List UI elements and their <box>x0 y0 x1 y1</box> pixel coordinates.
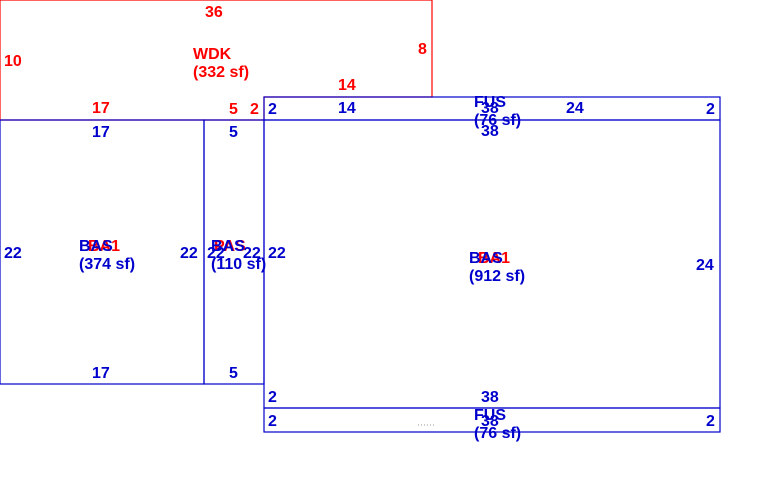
dim-main-top: 38 <box>481 123 499 140</box>
dim-mid-top: 5 <box>229 124 238 141</box>
bas-main-code: BAS <box>469 250 503 267</box>
wdk-code: WDK <box>193 46 232 63</box>
fus-top-code: FUS <box>474 94 506 111</box>
fus-bottom-code: FUS <box>474 407 506 424</box>
dim-mid-right: 22 <box>243 245 261 262</box>
dim-fus-top-left: 2 <box>268 101 277 118</box>
dim-wdk-bottom-5: 5 <box>229 101 238 118</box>
dim-wdk-bottom-2: 2 <box>250 101 259 118</box>
dim-left-top: 17 <box>92 124 110 141</box>
bas-mid-area: (110 sf) <box>211 256 266 273</box>
dim-main-bottom: 38 <box>481 389 499 406</box>
bas-mid-code: BAS <box>211 238 245 255</box>
fus-bottom-outline <box>263 407 721 433</box>
dim-wdk-top: 36 <box>205 4 223 21</box>
bas-main-area: (912 sf) <box>469 268 525 285</box>
bas-main-overlay-code: BA1 <box>478 250 510 267</box>
dim-fus-bottom-left-upper: 2 <box>268 389 277 406</box>
dim-wdk-right: 8 <box>418 41 427 58</box>
dim-left-bottom: 17 <box>92 365 110 382</box>
fus-top-outline <box>263 96 721 121</box>
wdk-area: (332 sf) <box>193 64 249 81</box>
dim-fus-top-right: 2 <box>706 101 715 118</box>
bas-mid-overlay-code: PAS <box>214 238 246 255</box>
dim-fus-bottom-38: 38 <box>481 413 499 430</box>
dim-wdk-left: 10 <box>4 53 22 70</box>
dim-mid-left: 22 <box>207 245 225 262</box>
dim-wdk-inner: 14 <box>338 77 356 94</box>
dim-left-right: 22 <box>180 245 198 262</box>
dim-left-left: 22 <box>4 245 22 262</box>
dim-fus-top-38: 38 <box>481 100 499 117</box>
fus-top-area: (76 sf) <box>474 112 521 129</box>
dim-fus-top-14: 14 <box>338 100 356 117</box>
bas-left-overlay-code: BA1 <box>88 238 120 255</box>
bas-left-code: BAS <box>79 238 113 255</box>
dim-fus-bottom-right: 2 <box>706 413 715 430</box>
dim-main-right: 24 <box>696 257 714 274</box>
dim-mid-bottom: 5 <box>229 365 238 382</box>
dim-mid-right2: 22 <box>268 245 286 262</box>
bas-left-area: (374 sf) <box>79 256 135 273</box>
dim-fus-top-24: 24 <box>566 100 584 117</box>
fus-bottom-area: (76 sf) <box>474 425 521 442</box>
dim-wdk-bottom-17: 17 <box>92 100 110 117</box>
dim-fus-bottom-left: 2 <box>268 413 277 430</box>
